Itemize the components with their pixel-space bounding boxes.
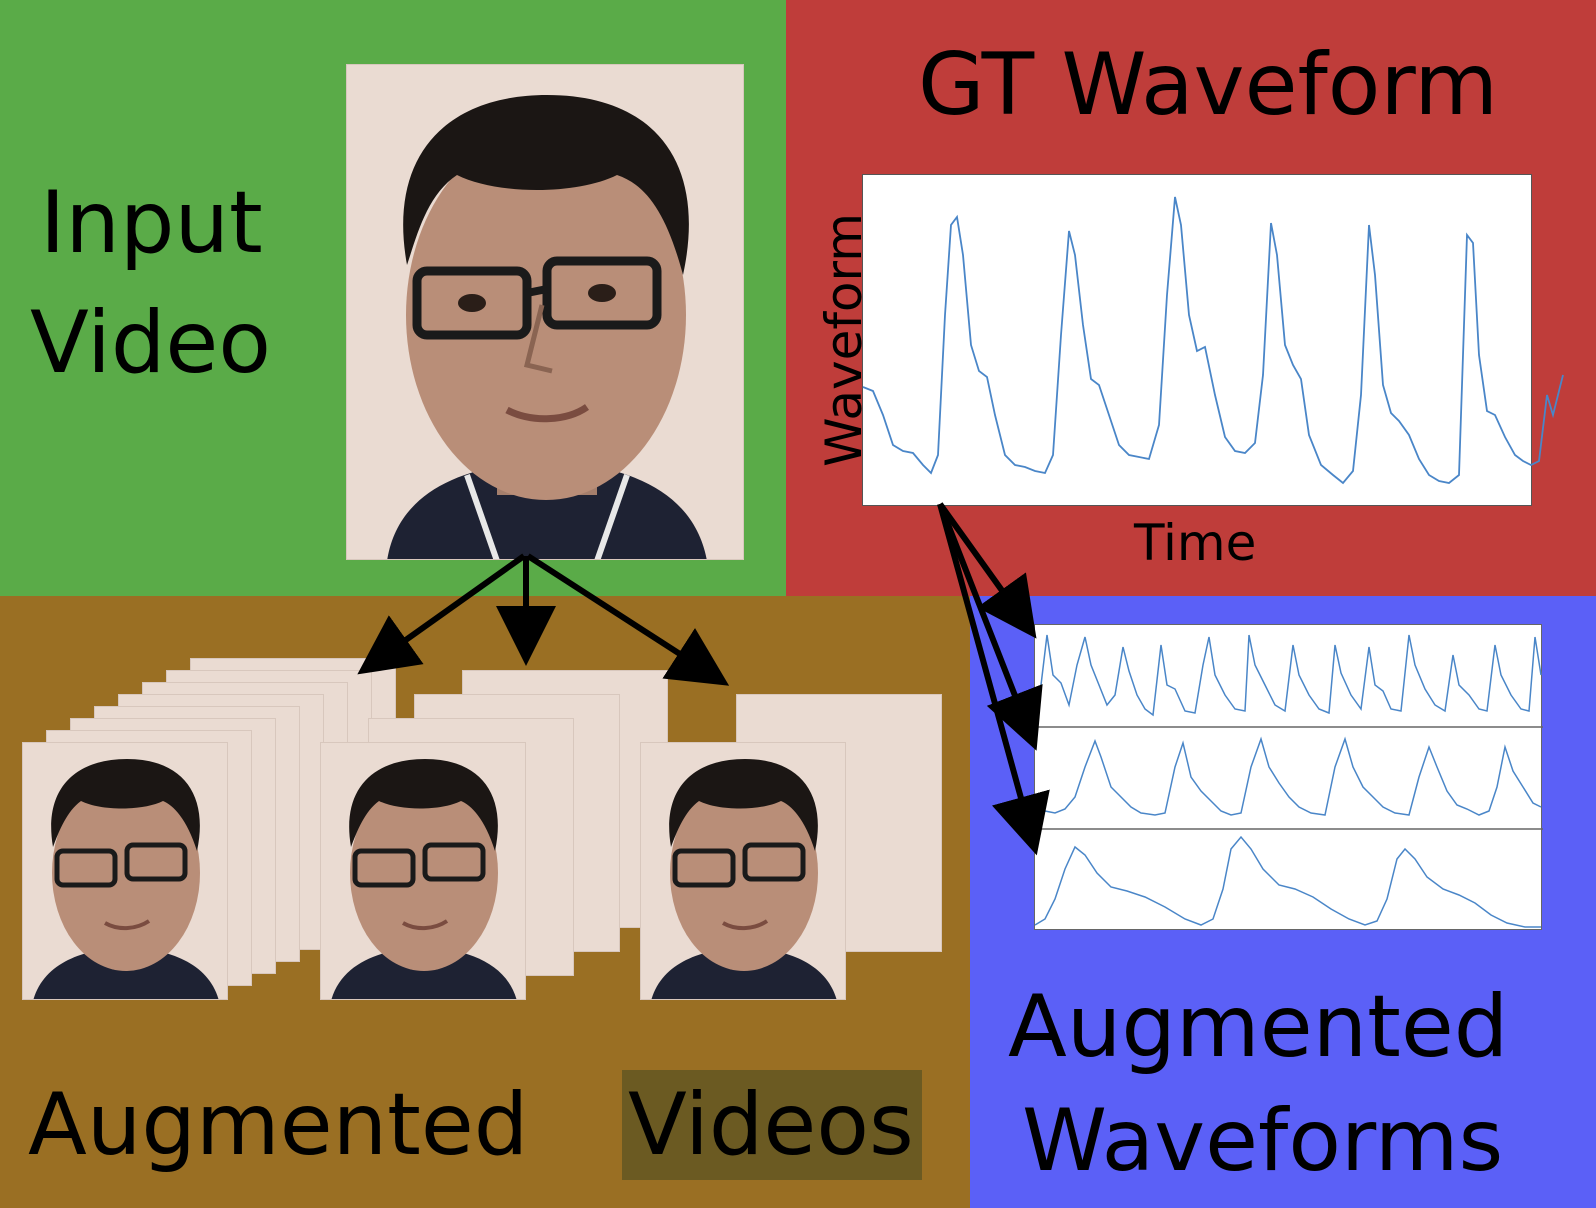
face-icon: [33, 759, 219, 999]
arrow-to-stack-1: [357, 553, 526, 675]
plot-xlabel: Time: [1134, 514, 1257, 572]
face-icon: [651, 759, 837, 999]
augmented-waveform-medium: [1034, 726, 1543, 816]
arrow-to-stack-3: [526, 553, 730, 686]
input-video-label-line2: Video: [30, 293, 271, 393]
input-video-label-line1: Input: [40, 173, 263, 273]
augmented-waveform-stack: [1034, 624, 1543, 930]
gt-waveform-plot: [862, 174, 1564, 506]
augmented-waveform-slow: [1034, 828, 1543, 928]
input-video-frame: [346, 64, 744, 560]
augmented-waveform-fast: [1034, 634, 1542, 717]
gt-waveform-line: [862, 196, 1564, 485]
augmented-videos-label-word1: Augmented: [28, 1075, 529, 1175]
arrow-to-waveform-medium: [937, 502, 1043, 751]
gt-waveform-title: GT Waveform: [918, 35, 1498, 135]
augmented-waveforms-label-line1: Augmented: [1008, 977, 1509, 1077]
stack2-frame-front: [320, 742, 526, 1000]
face-icon: [331, 759, 517, 999]
face-icon: [387, 95, 707, 559]
stack1-frame-front: [22, 742, 228, 1000]
arrow-to-waveform-slow: [937, 503, 1050, 856]
stack3-frame-front: [640, 742, 846, 1000]
augmented-videos-label-word2: Videos: [622, 1070, 922, 1180]
arrow-to-waveform-fast: [937, 502, 1037, 639]
augmented-waveforms-label-line2: Waveforms: [1022, 1091, 1504, 1191]
